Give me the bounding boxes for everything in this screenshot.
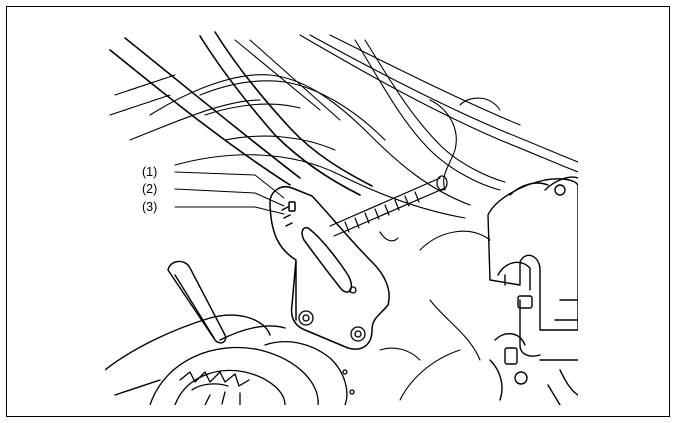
grass-bag-outline <box>109 39 501 219</box>
engine-housing <box>487 176 578 405</box>
callout-label-2: (2) <box>142 182 157 196</box>
callout-label-1: (1) <box>142 165 157 179</box>
mower-deck <box>379 230 491 401</box>
control-cables <box>299 34 578 191</box>
callout-label-3: (3) <box>142 200 157 214</box>
figure-frame <box>6 6 670 417</box>
height-lever-grip <box>105 260 286 396</box>
plate-bolts <box>298 286 366 342</box>
rear-wheel <box>149 341 355 405</box>
height-adjust-plate <box>269 186 390 350</box>
rear-axle-rod <box>329 175 448 242</box>
handle-bar <box>109 31 373 196</box>
callout-leaders <box>174 171 285 215</box>
